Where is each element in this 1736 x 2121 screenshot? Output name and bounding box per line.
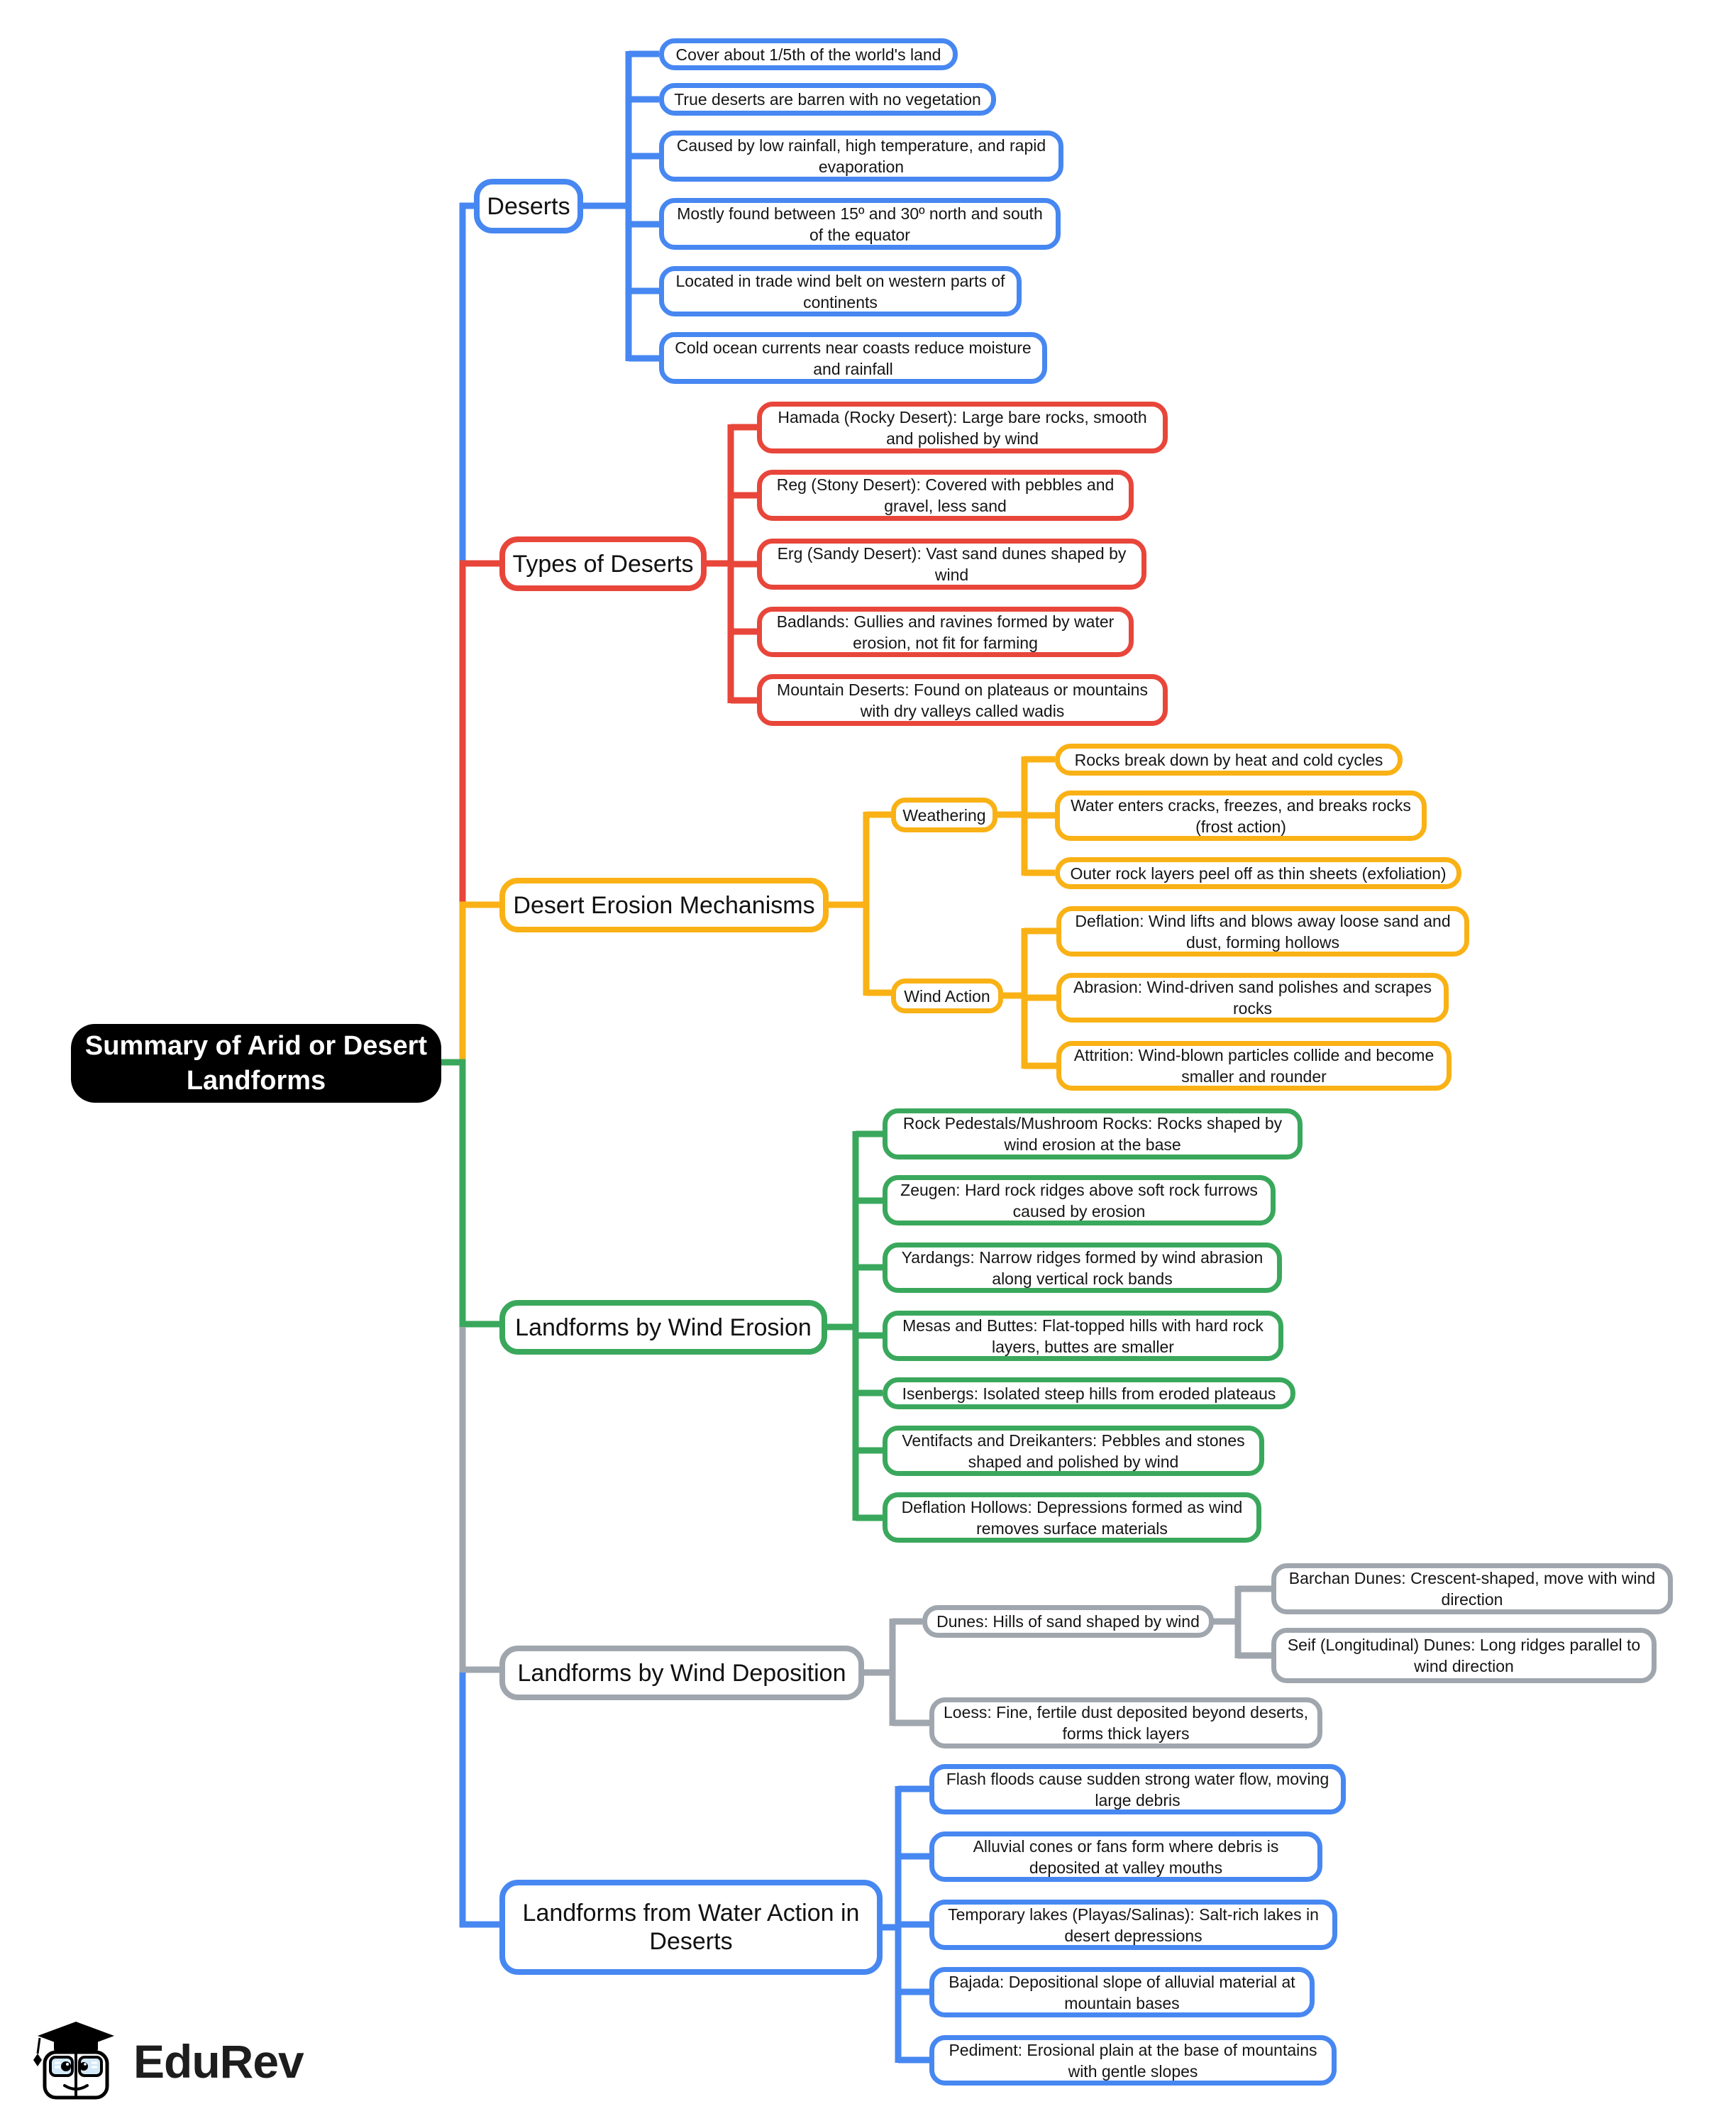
- mind-map-node: Ventifacts and Dreikanters: Pebbles and …: [883, 1426, 1264, 1476]
- branch-label-deserts: Deserts: [474, 179, 583, 233]
- mind-map-node: Yardangs: Narrow ridges formed by wind a…: [883, 1243, 1282, 1293]
- mind-map-node: Outer rock layers peel off as thin sheet…: [1055, 857, 1461, 889]
- mind-map-node: Mostly found between 15º and 30º north a…: [659, 198, 1061, 250]
- mind-map-node: True deserts are barren with no vegetati…: [659, 83, 996, 116]
- mind-map-node: Badlands: Gullies and ravines formed by …: [757, 607, 1134, 657]
- branch-label-desert-erosion-mechanisms: Desert Erosion Mechanisms: [499, 878, 829, 932]
- mind-map-node: Water enters cracks, freezes, and breaks…: [1055, 790, 1427, 841]
- branch-label-landforms-by-wind-erosion: Landforms by Wind Erosion: [499, 1300, 827, 1355]
- sub-branch-label-weathering: Weathering: [891, 798, 997, 832]
- mind-map-node: Pediment: Erosional plain at the base of…: [929, 2035, 1337, 2086]
- mind-map-node: Temporary lakes (Playas/Salinas): Salt-r…: [929, 1900, 1337, 1950]
- mind-map-node: Isenbergs: Isolated steep hills from ero…: [883, 1377, 1295, 1409]
- mind-map-node: Hamada (Rocky Desert): Large bare rocks,…: [757, 402, 1168, 453]
- mind-map-node: Alluvial cones or fans form where debris…: [929, 1831, 1322, 1882]
- mind-map-node: Deflation: Wind lifts and blows away loo…: [1056, 906, 1469, 957]
- mind-map-node: Seif (Longitudinal) Dunes: Long ridges p…: [1271, 1628, 1657, 1683]
- edurev-logo-icon: [33, 2022, 114, 2100]
- edurev-brand-text: EduRev: [133, 2035, 304, 2088]
- mind-map-node: Abrasion: Wind-driven sand polishes and …: [1056, 973, 1449, 1023]
- mind-map-node: Reg (Stony Desert): Covered with pebbles…: [757, 470, 1134, 521]
- mind-map-node: Attrition: Wind-blown particles collide …: [1056, 1041, 1452, 1091]
- mind-map-node: Dunes: Hills of sand shaped by wind: [922, 1605, 1214, 1638]
- mind-map-node: Rocks break down by heat and cold cycles: [1055, 744, 1403, 776]
- branch-label-landforms-by-wind-deposition: Landforms by Wind Deposition: [499, 1646, 864, 1700]
- mind-map-node: Cover about 1/5th of the world's land: [659, 38, 958, 70]
- mind-map-node: Flash floods cause sudden strong water f…: [929, 1764, 1346, 1814]
- mind-map-node: Deflation Hollows: Depressions formed as…: [883, 1492, 1261, 1543]
- mind-map-node: Bajada: Depositional slope of alluvial m…: [929, 1967, 1315, 2017]
- mind-map-node: Erg (Sandy Desert): Vast sand dunes shap…: [757, 539, 1146, 590]
- mind-map-node: Barchan Dunes: Crescent-shaped, move wit…: [1271, 1563, 1673, 1614]
- sub-branch-label-wind-action: Wind Action: [891, 979, 1003, 1013]
- mind-map-node: Caused by low rainfall, high temperature…: [659, 131, 1063, 182]
- mind-map-node: Loess: Fine, fertile dust deposited beyo…: [929, 1697, 1322, 1748]
- edurev-logo: EduRev: [33, 2021, 304, 2102]
- branch-label-types-of-deserts: Types of Deserts: [499, 536, 707, 591]
- mind-map-node: Rock Pedestals/Mushroom Rocks: Rocks sha…: [883, 1108, 1303, 1159]
- mind-map-node: Mesas and Buttes: Flat-topped hills with…: [883, 1311, 1283, 1361]
- mind-map-node: Mountain Deserts: Found on plateaus or m…: [757, 674, 1168, 726]
- mind-map-node: Zeugen: Hard rock ridges above soft rock…: [883, 1175, 1276, 1225]
- mind-map-node: Cold ocean currents near coasts reduce m…: [659, 332, 1047, 384]
- root-node: Summary of Arid or Desert Landforms: [71, 1024, 441, 1103]
- mind-map-node: Located in trade wind belt on western pa…: [659, 266, 1022, 316]
- branch-label-landforms-from-water-action: Landforms from Water Action in Deserts: [499, 1880, 883, 1975]
